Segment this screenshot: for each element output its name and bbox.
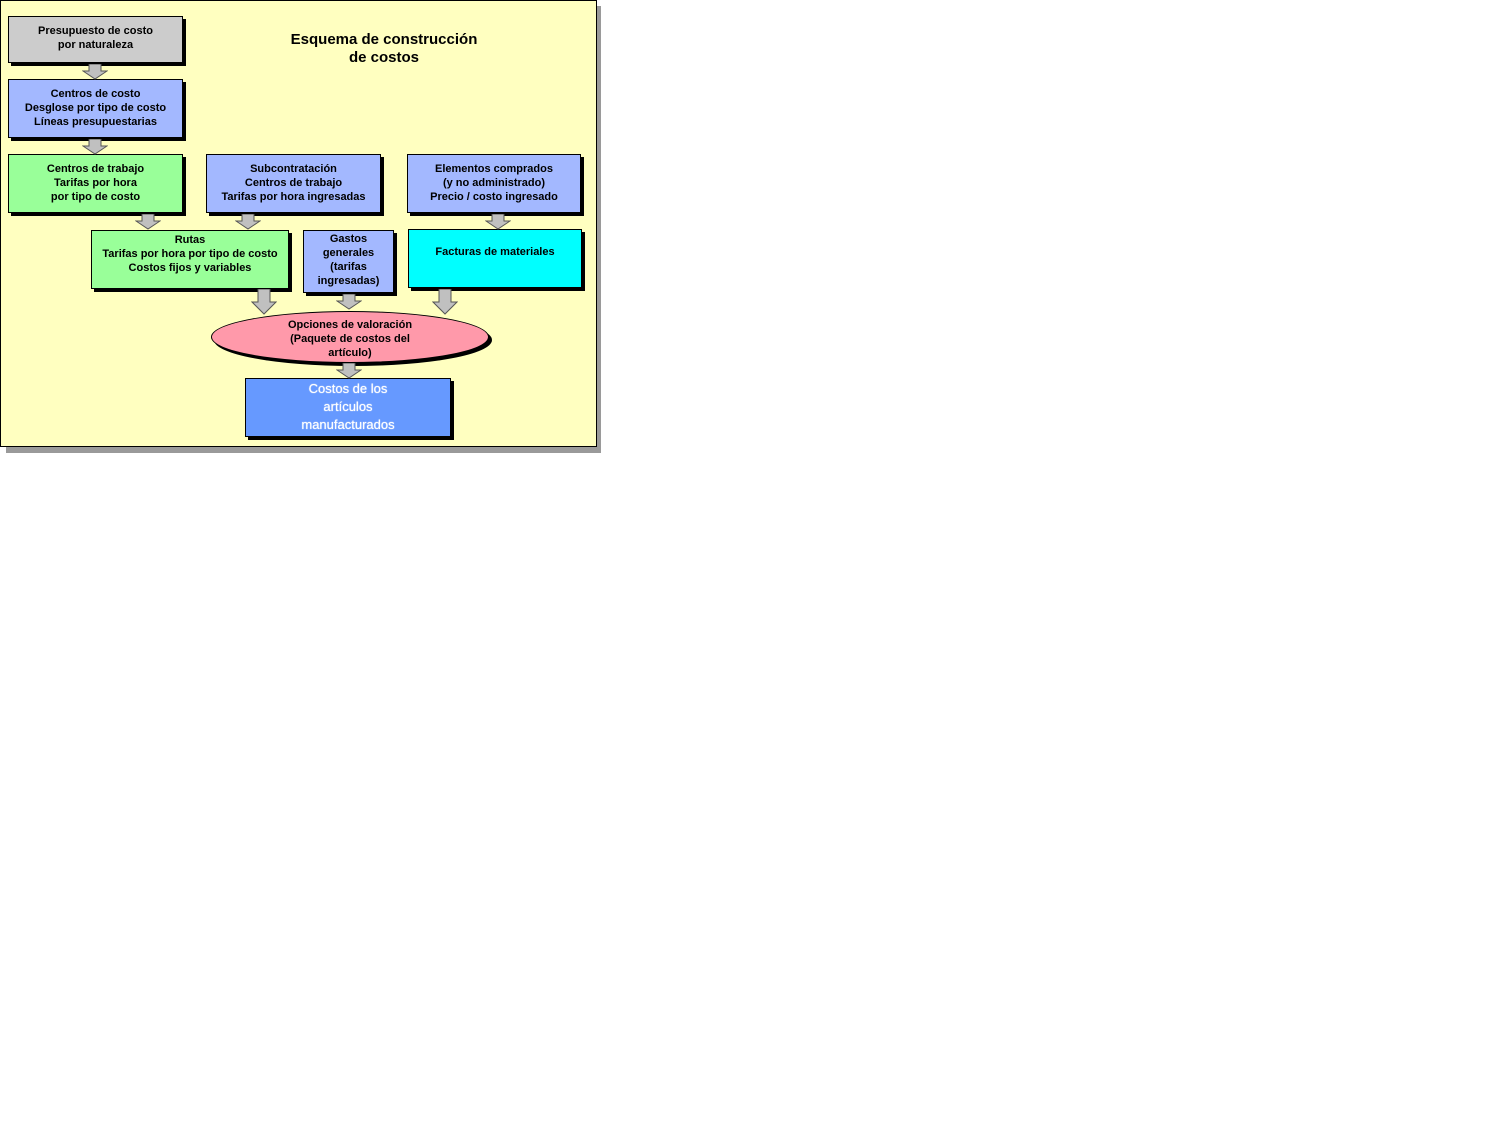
- node-label: Tarifas por hora: [54, 177, 137, 189]
- node-rutas: Rutas Tarifas por hora por tipo de costo…: [91, 230, 289, 289]
- node-label: Elementos comprados: [435, 163, 553, 175]
- node-label: (Paquete de costos del: [290, 333, 410, 345]
- node-label: Costos fijos y variables: [128, 262, 252, 274]
- node-subcontratacion: Subcontratación Centros de trabajo Tarif…: [206, 154, 381, 213]
- node-label: Precio / costo ingresado: [430, 191, 558, 203]
- node-facturas-materiales: Facturas de materiales: [408, 229, 582, 288]
- down-arrow-icon: [336, 363, 362, 381]
- node-label: Gastos: [329, 233, 368, 245]
- node-label: Centros de trabajo: [244, 177, 343, 189]
- node-label: Centros de trabajo: [46, 163, 145, 175]
- node-label: Líneas presupuestarias: [34, 116, 157, 128]
- node-label: Costos de los: [308, 381, 388, 396]
- node-label: Rutas: [174, 234, 206, 246]
- down-arrow-icon: [336, 294, 362, 312]
- node-label: manufacturados: [301, 417, 395, 432]
- node-label: Tarifas por hora por tipo de costo: [102, 248, 278, 260]
- node-label: artículos: [323, 399, 373, 414]
- node-label: Presupuesto de costo: [38, 25, 153, 37]
- down-arrow-icon: [485, 214, 511, 232]
- node-centros-trabajo: Centros de trabajo Tarifas por hora por …: [8, 154, 183, 213]
- down-arrow-icon: [432, 289, 458, 315]
- node-label: (y no administrado): [442, 177, 546, 189]
- node-label: Desglose por tipo de costo: [24, 102, 167, 114]
- node-costos-articulos: Costos de los artículos manufacturados: [245, 378, 451, 437]
- node-label: (tarifas: [330, 261, 367, 273]
- title-line-2: de costos: [348, 49, 420, 66]
- node-elementos-comprados: Elementos comprados (y no administrado) …: [407, 154, 581, 213]
- node-label: generales: [322, 247, 375, 259]
- down-arrow-icon: [82, 139, 108, 157]
- down-arrow-icon: [82, 64, 108, 82]
- node-presupuesto: Presupuesto de costo por naturaleza: [8, 16, 183, 63]
- node-label: por naturaleza: [57, 39, 134, 51]
- node-label: artículo): [328, 347, 372, 359]
- node-label: Facturas de materiales: [435, 246, 555, 258]
- node-label: Tarifas por hora ingresadas: [221, 191, 366, 203]
- node-centros-costo: Centros de costo Desglose por tipo de co…: [8, 79, 183, 138]
- node-label: Opciones de valoración: [287, 319, 413, 331]
- diagram-title: Esquema de construcción de costos: [269, 31, 499, 67]
- node-opciones-valoracion: Opciones de valoración (Paquete de costo…: [211, 311, 489, 363]
- down-arrow-icon: [235, 214, 261, 232]
- node-label: Subcontratación: [250, 163, 337, 175]
- title-line-1: Esquema de construcción: [290, 31, 478, 48]
- node-label: ingresadas): [317, 275, 380, 287]
- node-gastos-generales: Gastos generales (tarifas ingresadas): [303, 230, 394, 293]
- down-arrow-icon: [135, 214, 161, 232]
- diagram-panel: Esquema de construcción de costos Presup…: [0, 0, 597, 447]
- node-label: Centros de costo: [50, 88, 141, 100]
- node-label: por tipo de costo: [50, 191, 141, 203]
- down-arrow-icon: [251, 289, 277, 315]
